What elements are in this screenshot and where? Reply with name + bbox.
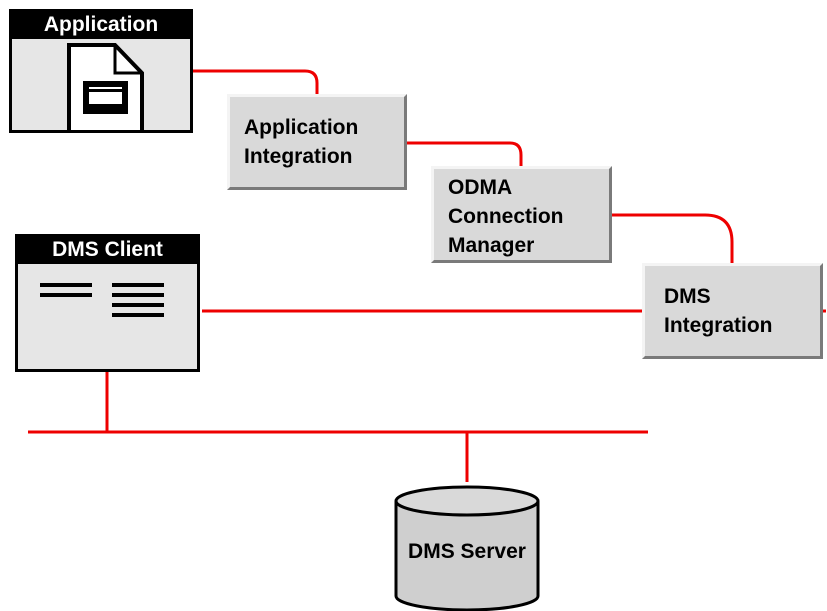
- connector-odma-to-dms-integration: [611, 213, 734, 264]
- dms-integration-label-line2: Integration: [664, 314, 773, 337]
- dms-client-window: DMS Client: [15, 234, 200, 372]
- application-integration-label-line1: Application: [244, 116, 359, 139]
- application-integration-label-line2: Integration: [244, 145, 353, 168]
- dms-integration-label-line1: DMS: [664, 285, 711, 308]
- odma-label-line3: Manager: [448, 234, 535, 257]
- odma-label-line1: ODMA: [448, 176, 513, 199]
- odma-label-line2: Connection: [448, 205, 564, 228]
- dms-integration-box: DMS Integration: [642, 263, 823, 359]
- odma-connection-manager-box: ODMA Connection Manager: [431, 166, 612, 263]
- application-title: Application: [12, 12, 190, 39]
- application-window: Application: [9, 9, 193, 151]
- dms-client-title: DMS Client: [18, 237, 197, 264]
- document-icon: [67, 43, 144, 151]
- application-integration-box: Application Integration: [227, 94, 407, 190]
- connector-application-to-app-integration: [193, 69, 319, 96]
- connector-app-integration-to-odma: [405, 141, 523, 167]
- dms-server-label: DMS Server: [408, 540, 526, 563]
- text-lines-icon: [40, 283, 164, 317]
